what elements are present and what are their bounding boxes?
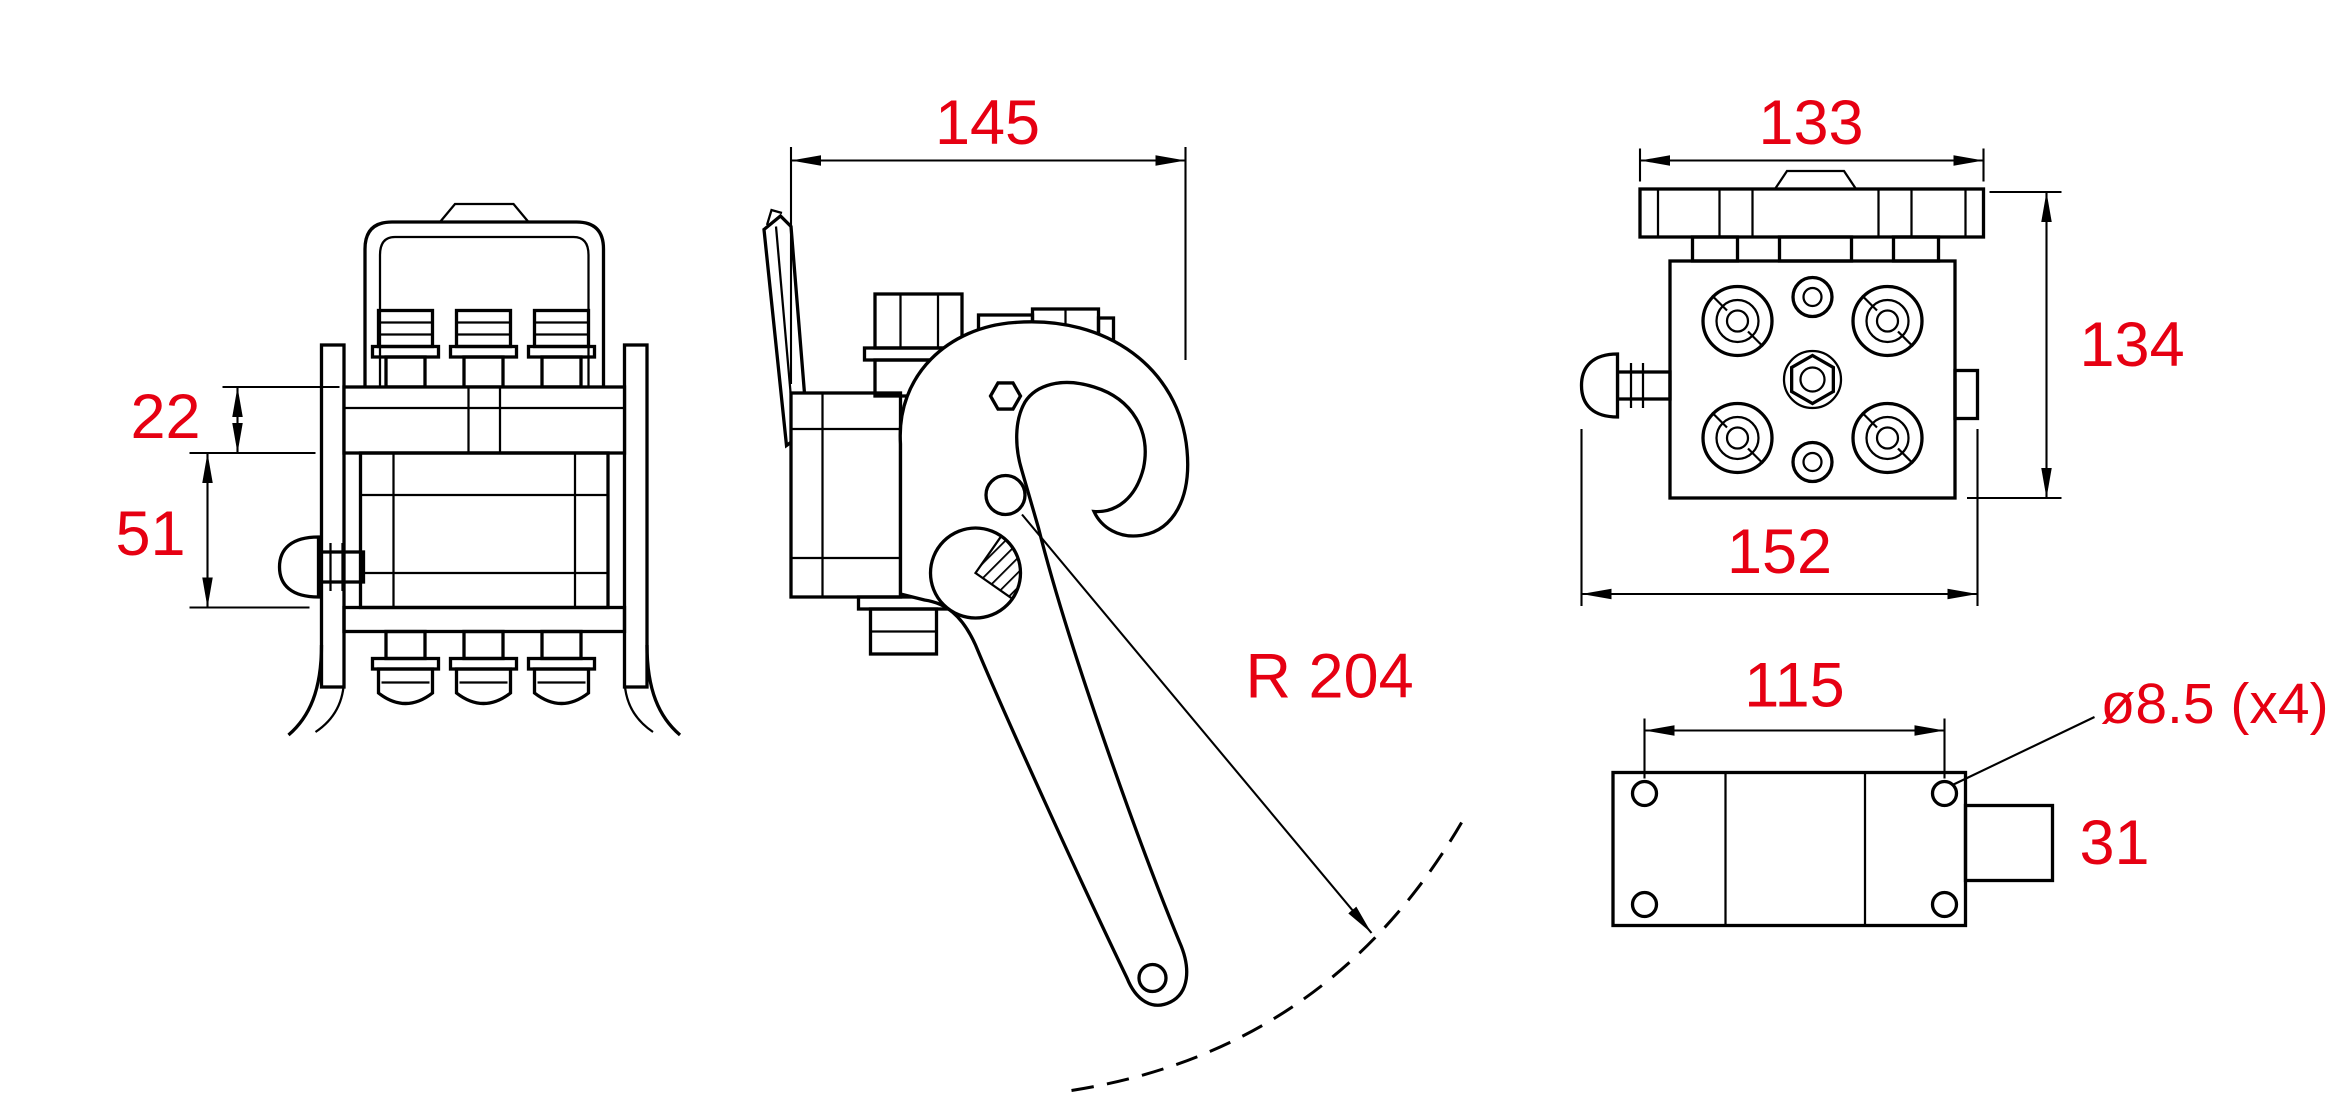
- base-plate: [1611, 770, 1968, 928]
- dim-label-133: 133: [1758, 88, 1863, 158]
- side-tab: [1953, 368, 1980, 421]
- leader-line: [1953, 716, 2095, 786]
- bolt-hole: [1930, 890, 1959, 919]
- dim-plate-hole-spacing: 115: [1643, 651, 1946, 779]
- dim-block-top-width: 133: [1638, 88, 1985, 182]
- center-hex-nut: [1782, 349, 1843, 410]
- cam-hook: [898, 320, 1190, 1007]
- foot-curves: [287, 644, 682, 737]
- dim-block-height: 134: [1967, 190, 2185, 500]
- dim-label-134: 134: [2080, 310, 2185, 380]
- shaft-hatch-wedge: [973, 534, 1022, 601]
- dome-nut: [526, 629, 597, 706]
- front-view: [277, 202, 682, 737]
- bolt-hole: [1630, 779, 1659, 808]
- plate-hump: [1774, 169, 1857, 190]
- dome-nut: [448, 629, 519, 706]
- thumb-knob: [277, 535, 366, 599]
- dim-plate-hole-note: ø8.5 (x4): [1953, 672, 2329, 786]
- bolt-hole: [1930, 779, 1959, 808]
- dim-label-31: 31: [2080, 808, 2150, 878]
- lever-tip-hole: [1137, 962, 1168, 994]
- dim-front-body-height: 51: [115, 453, 310, 609]
- top-plate: [342, 385, 627, 455]
- dim-label-115: 115: [1744, 651, 1844, 721]
- top-bolt: [370, 308, 441, 389]
- corner-screw: [1701, 284, 1774, 358]
- dim-front-top-offset: 22: [130, 382, 340, 455]
- bolt-hole: [1630, 890, 1659, 919]
- valve-body: [789, 391, 903, 599]
- side-knob: [1579, 352, 1672, 419]
- mounting-plate-view: [1611, 770, 2055, 928]
- small-port: [1791, 440, 1834, 484]
- dim-side-width: 145: [789, 88, 1187, 384]
- side-lug: [1963, 803, 2055, 883]
- side-plate-left: [319, 343, 346, 689]
- corner-screw: [1851, 401, 1924, 475]
- bottom-plate: [342, 605, 627, 634]
- body-panel: [358, 451, 610, 610]
- block-top-view: [1579, 169, 1986, 500]
- dim-label-radius: R 204: [1246, 642, 1414, 712]
- handle-hump: [439, 202, 530, 223]
- small-port: [1791, 275, 1834, 319]
- radius-leader: [1021, 513, 1373, 934]
- hanger-plate: [1638, 187, 1986, 239]
- corner-screw: [1701, 401, 1774, 475]
- top-bolt: [526, 308, 597, 389]
- dim-label-hole-note: ø8.5 (x4): [2101, 672, 2329, 736]
- handle: [363, 202, 606, 390]
- dim-block-overall-width: 152: [1580, 429, 1979, 606]
- side-view: [762, 208, 1466, 1092]
- dim-label-22: 22: [130, 382, 200, 452]
- pivot-pin-circle: [984, 473, 1027, 517]
- dim-label-145: 145: [935, 88, 1040, 158]
- dim-label-51: 51: [115, 499, 185, 569]
- side-plate-right: [622, 343, 649, 689]
- top-bolt: [448, 308, 519, 389]
- dim-label-152: 152: [1727, 517, 1832, 587]
- hex-feature: [988, 381, 1023, 411]
- dimensions: 22 51 145 R 204 133 134: [115, 88, 2328, 878]
- corner-screw: [1851, 284, 1924, 358]
- lower-bolt: [856, 595, 951, 656]
- dome-nut: [370, 629, 441, 706]
